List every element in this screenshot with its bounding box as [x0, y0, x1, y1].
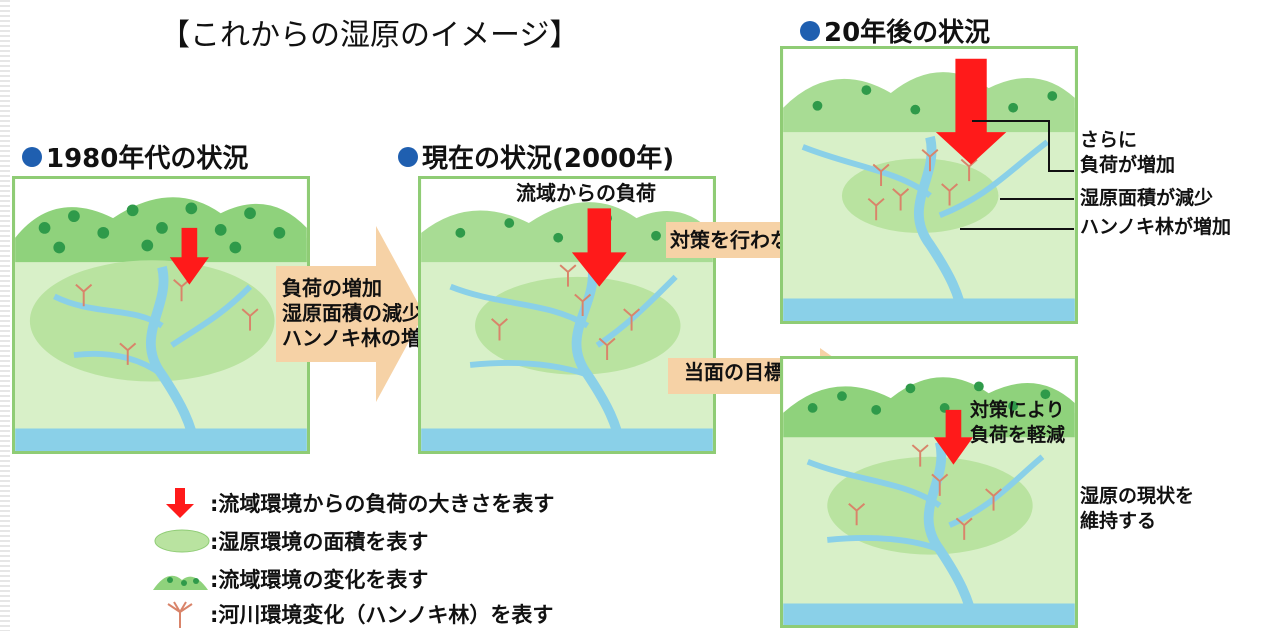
- hills-icon: [783, 72, 1075, 133]
- blue-dot-icon: [800, 20, 820, 41]
- red-arrow-icon: [166, 488, 194, 518]
- goal-label: 当面の目標: [684, 360, 784, 384]
- panel-1980: [12, 176, 310, 454]
- red-arrow-icon: [933, 409, 974, 465]
- red-arrow-icon: [935, 58, 1007, 165]
- legend-item-river: :河川環境変化（ハンノキ林）を表す: [150, 598, 553, 630]
- callout-area-decrease: 湿原面積が減少: [1080, 187, 1214, 209]
- scene-1980: [15, 179, 307, 451]
- scene-2000: [421, 179, 713, 451]
- left-page-edge: [0, 0, 10, 631]
- callout-more-load: さらに 負荷が増加: [1080, 129, 1176, 176]
- trend-labels-1: 負荷の増加 湿原面積の減少 ハンノキ林の増加: [282, 276, 441, 350]
- hills-icon: [421, 202, 713, 263]
- watershed-load-label: 流域からの負荷: [516, 181, 656, 205]
- trend-arrow-1980-2000: [276, 226, 424, 402]
- diagram-title: 【これからの湿原のイメージ】: [160, 18, 580, 53]
- scene-20y-no-measures: [783, 49, 1075, 321]
- heading-20-years-later: 20年後の状況: [800, 12, 990, 49]
- leader-line-more: [972, 120, 1050, 122]
- green-ellipse-icon: [154, 529, 210, 553]
- callout-alder-increase: ハンノキ林が増加: [1080, 216, 1232, 238]
- leader-line-more-vertical: [1048, 120, 1050, 172]
- alder-tree-icon: [167, 601, 193, 628]
- scene-20y-with-measures: [783, 359, 1075, 625]
- red-arrow-icon: [571, 208, 627, 287]
- hills-icon: [153, 575, 208, 590]
- heading-1980: 1980年代の状況: [22, 138, 248, 175]
- legend-item-watershed: :流域環境の変化を表す: [150, 564, 428, 594]
- maintain-label: 湿原の現状を 維持する: [1080, 485, 1195, 532]
- hills-icon: [783, 377, 1075, 438]
- red-arrow-icon: [169, 227, 209, 285]
- leader-line-more-end: [1048, 170, 1074, 172]
- reduced-load-label: 対策により 負荷を軽減: [970, 399, 1066, 446]
- panel-20y-with-measures: [780, 356, 1078, 628]
- panel-20y-no-measures: [780, 46, 1078, 324]
- blue-dot-icon: [22, 146, 42, 167]
- heading-2000: 現在の状況(2000年): [398, 138, 674, 175]
- legend-item-wetland: :湿原環境の面積を表す: [150, 526, 428, 556]
- legend-item-load: :流域環境からの負荷の大きさを表す: [150, 486, 554, 520]
- leader-line-area: [1000, 198, 1074, 200]
- blue-dot-icon: [398, 146, 418, 167]
- leader-line-alder: [960, 228, 1074, 230]
